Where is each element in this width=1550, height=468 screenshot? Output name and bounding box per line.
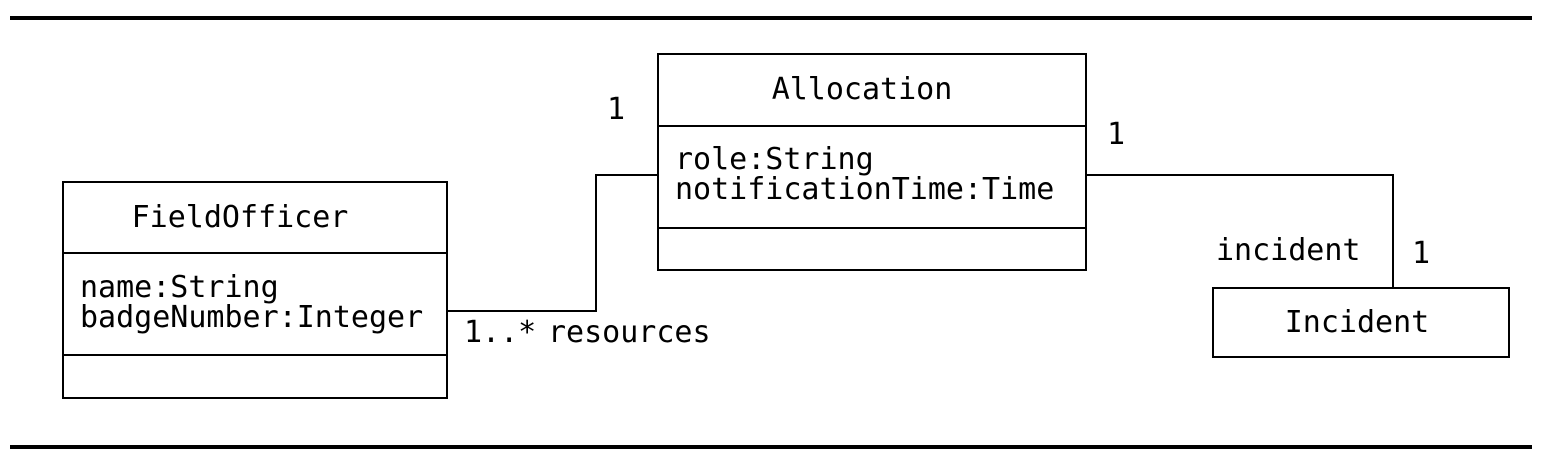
attribute-notification-time: notificationTime:Time bbox=[675, 172, 1055, 207]
class-name-incident: Incident bbox=[1284, 304, 1430, 340]
multiplicity-incident-end: 1 bbox=[1412, 236, 1431, 271]
attributes-compartment-field-officer: name:String badgeNumber:Integer bbox=[64, 254, 446, 356]
multiplicity-field-officer-end: 1..* bbox=[464, 315, 537, 350]
bottom-rule bbox=[10, 445, 1532, 449]
association-line-fieldofficer-allocation bbox=[448, 174, 657, 312]
top-rule bbox=[10, 16, 1532, 20]
class-name-allocation: Allocation bbox=[659, 55, 1085, 127]
multiplicity-allocation-incident-end: 1 bbox=[1107, 117, 1126, 152]
association-line-allocation-incident bbox=[1087, 174, 1394, 287]
attribute-badge-number: badgeNumber:Integer bbox=[80, 300, 424, 335]
attribute-name: name:String bbox=[80, 270, 279, 305]
attribute-role: role:String bbox=[675, 142, 874, 177]
class-allocation[interactable]: Allocation role:String notificationTime:… bbox=[657, 53, 1087, 271]
multiplicity-allocation-resources-end: 1 bbox=[607, 92, 626, 127]
class-field-officer[interactable]: FieldOfficer name:String badgeNumber:Int… bbox=[62, 181, 448, 399]
class-incident[interactable]: Incident bbox=[1212, 287, 1510, 358]
role-label-resources: resources bbox=[548, 315, 711, 350]
attributes-compartment-allocation: role:String notificationTime:Time bbox=[659, 127, 1085, 229]
role-label-incident: incident bbox=[1216, 233, 1361, 268]
class-name-field-officer: FieldOfficer bbox=[64, 183, 446, 254]
